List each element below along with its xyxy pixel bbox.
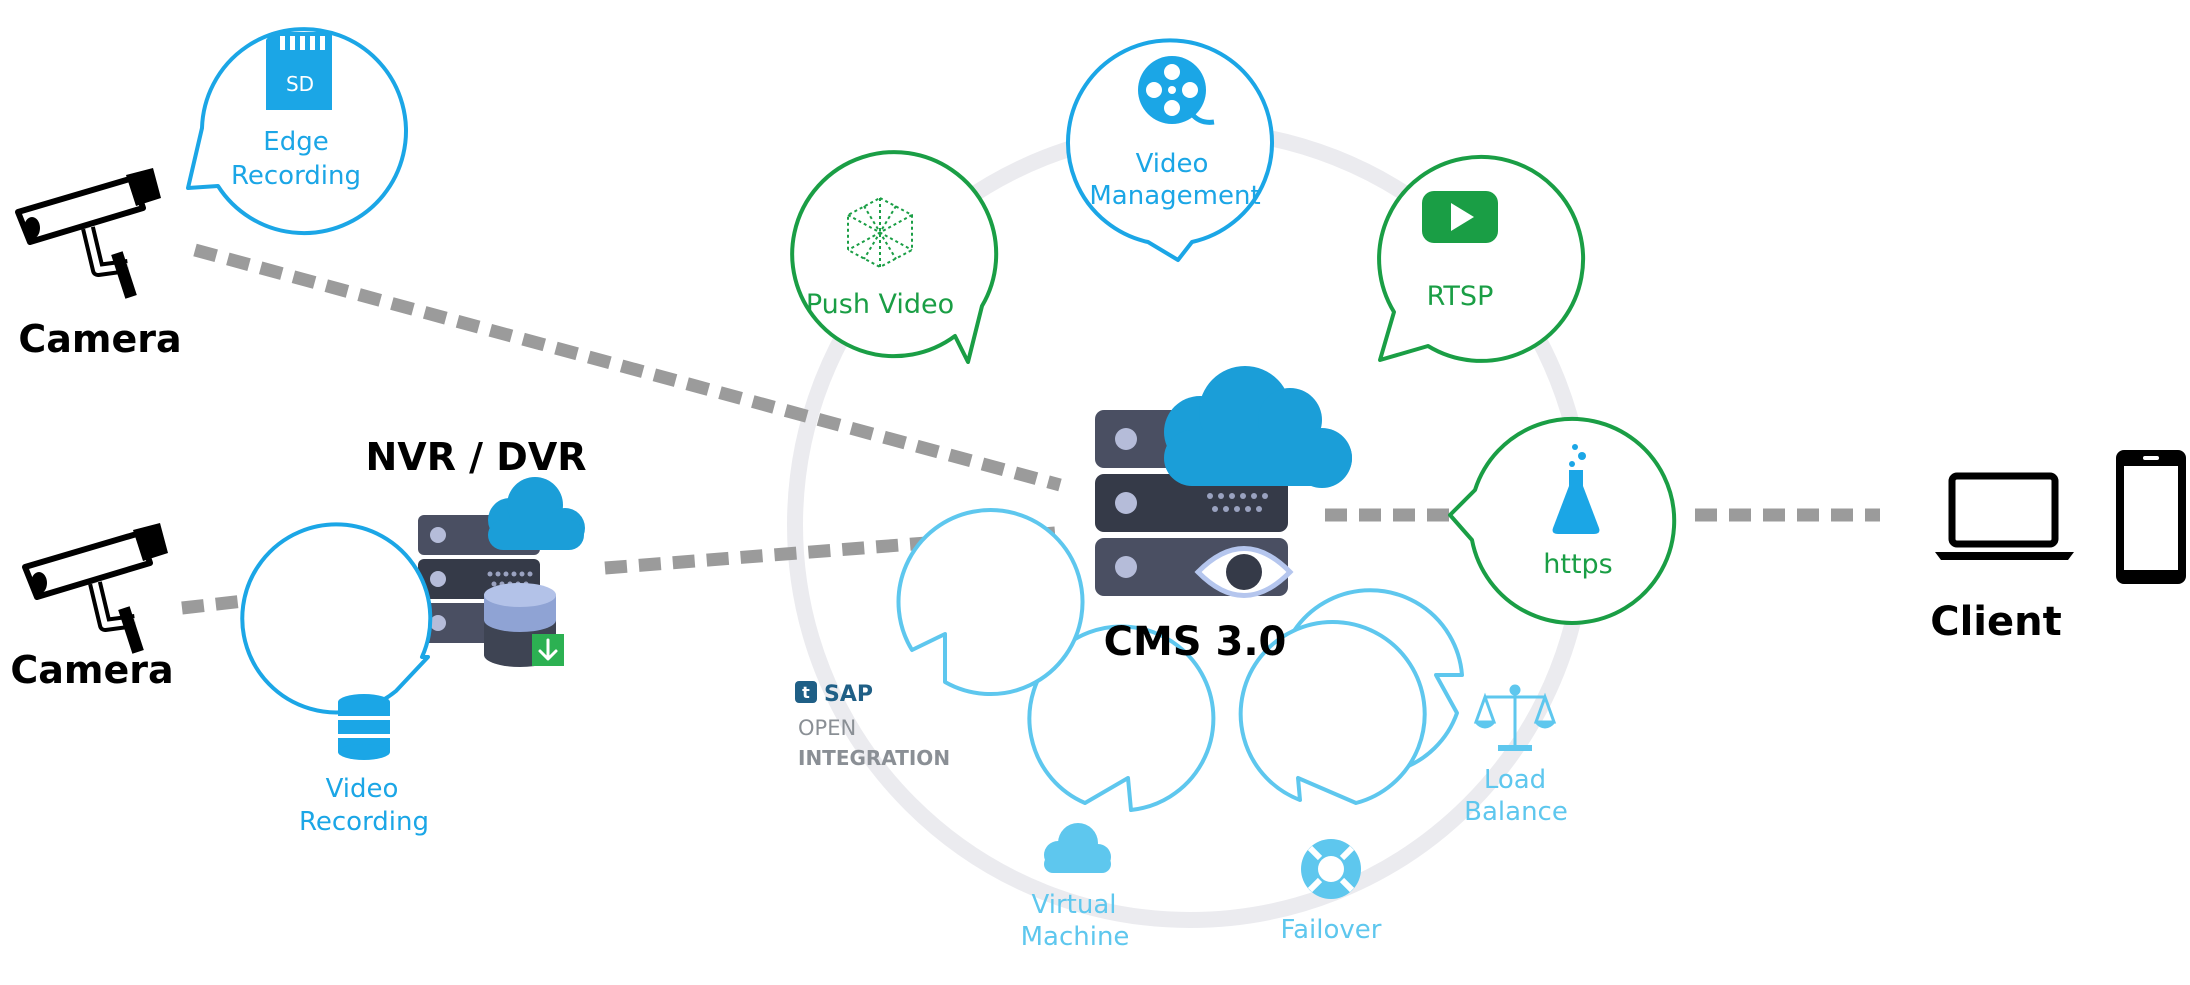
flask-icon <box>1552 444 1600 534</box>
video-recording-line1: Video <box>326 774 399 804</box>
scale-icon <box>1473 684 1557 751</box>
edge-recording-bubble: SD Edge Recording <box>186 27 408 236</box>
database-icon <box>338 694 390 760</box>
camera-icon <box>22 523 168 654</box>
rtsp-label: RTSP <box>1427 281 1494 312</box>
smartphone-icon <box>2116 450 2186 584</box>
eye-icon <box>1194 546 1294 598</box>
failover-bubble: Failover <box>1238 620 1427 945</box>
video-management-line2: Management <box>1089 181 1260 211</box>
sap-integration-bubble: t SAP OPEN INTEGRATION <box>795 508 1085 770</box>
camera-top-label: Camera <box>18 317 181 361</box>
camera-top: Camera <box>15 168 182 361</box>
network-hexagon-icon <box>847 196 913 269</box>
nvr-dvr: NVR / DVR <box>365 435 587 667</box>
load-balance-line2: Balance <box>1464 797 1568 827</box>
sd-card-label: SD <box>286 72 314 96</box>
failover-label: Failover <box>1281 915 1382 945</box>
sap-logo-text: SAP <box>824 682 873 707</box>
video-recording-bubble: Video Recording <box>240 522 433 837</box>
download-icon <box>532 634 564 666</box>
connector-camera-top-to-cms <box>193 243 1062 492</box>
film-reel-icon <box>1138 56 1215 125</box>
camera-icon <box>15 168 161 299</box>
sd-card-icon: SD <box>266 32 332 110</box>
play-icon <box>1422 191 1498 243</box>
virtual-machine-line2: Machine <box>1021 922 1130 952</box>
camera-bottom: Camera <box>10 523 174 692</box>
cms-server: CMS 3.0 <box>1095 366 1352 665</box>
virtual-machine-line1: Virtual <box>1032 890 1117 920</box>
cloud-icon <box>1164 366 1352 488</box>
edge-recording-line1: Edge <box>263 127 328 157</box>
sap-open-label: OPEN <box>798 716 856 740</box>
video-recording-line2: Recording <box>299 807 429 837</box>
rtsp-bubble: RTSP <box>1377 154 1586 363</box>
nvr-dvr-label: NVR / DVR <box>365 435 586 479</box>
https-label: https <box>1543 549 1613 580</box>
push-video-label: Push Video <box>806 289 954 320</box>
camera-bottom-label: Camera <box>10 648 173 692</box>
lifebuoy-icon <box>1301 839 1361 899</box>
virtual-machine-bubble: Virtual Machine <box>1021 624 1216 952</box>
laptop-icon <box>1935 472 2074 560</box>
https-bubble: https <box>1448 417 1677 625</box>
sap-logo-icon: t SAP <box>795 681 873 707</box>
push-video-bubble: Push Video <box>790 150 999 364</box>
video-management-line1: Video <box>1136 149 1209 179</box>
sap-integration-label: INTEGRATION <box>798 746 950 770</box>
load-balance-line1: Load <box>1484 765 1546 795</box>
client: Client <box>1930 450 2186 645</box>
svg-text:t: t <box>802 683 810 702</box>
cms-label: CMS 3.0 <box>1104 619 1287 665</box>
cloud-icon <box>1044 823 1111 873</box>
edge-recording-line2: Recording <box>231 161 361 191</box>
video-management-bubble: Video Management <box>1066 38 1274 262</box>
cloud-icon <box>488 477 585 550</box>
client-label: Client <box>1930 599 2062 645</box>
